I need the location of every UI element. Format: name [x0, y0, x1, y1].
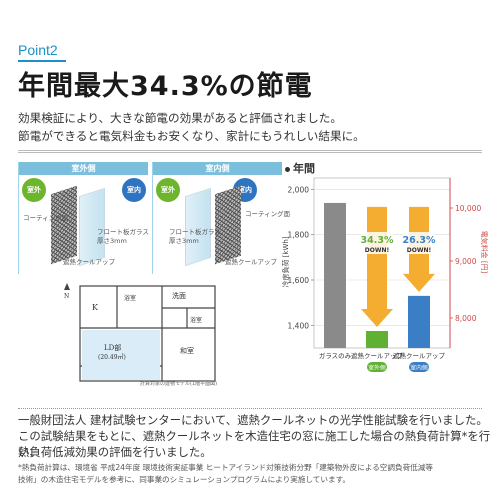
cool-net-mesh — [215, 185, 241, 265]
bar-chart: 1,400 1,600 1,800 2,000 8,000 9,000 10,000 冷房負荷… — [281, 177, 489, 372]
bar — [408, 295, 430, 348]
y-tick-label: 1,600 — [288, 276, 310, 285]
bar — [366, 331, 388, 348]
reduction-word: DOWN! — [407, 247, 431, 254]
y-axis-label: 冷房負荷 [kWh] — [281, 236, 290, 287]
north-label: N — [64, 293, 69, 300]
dotted-divider — [18, 408, 482, 409]
annotation-bg — [403, 232, 435, 254]
chart-title-text: 年間 — [293, 162, 315, 175]
category-tag-pill — [409, 362, 429, 372]
japanese-room-label: 和室 — [180, 346, 194, 355]
plan-outline — [79, 285, 216, 382]
body-line-1: 一般財団法人 建材試験センターにおいて、遮熱クールネットの光学性能試験を行いまし… — [18, 413, 488, 427]
category-tag-label: 室外側 — [368, 364, 386, 372]
chart-title: 年間 — [285, 160, 315, 176]
point-label: Point2 — [18, 42, 58, 58]
y-right-tick-label: 8,000 — [455, 314, 477, 323]
washroom-label: 洗面 — [172, 291, 186, 300]
y-tick-label: 2,000 — [288, 185, 310, 194]
coating-label: コーティング面 — [23, 214, 69, 222]
bar — [324, 202, 346, 348]
diagram-inside: 室内側 室外 室内 コーティング面 フロート板ガラス 厚さ3mm 遮熱クールアッ… — [152, 162, 290, 274]
floor-plan: N K 浴室 洗面 浴室 LD部 (20.49㎡) 和室 — [64, 283, 216, 382]
outside-pill: 室外 — [156, 178, 180, 202]
diagram-outside-header: 室外側 — [19, 162, 148, 175]
point-underline — [18, 60, 66, 62]
x-category-label: ガラスのみ — [319, 351, 352, 360]
y-right-tick-label: 9,000 — [455, 257, 477, 266]
float-glass-label: フロート板ガラス — [169, 228, 221, 236]
body-line-3: 熱負荷低減効果の評価を行いました。 — [18, 445, 212, 459]
annotation-bg — [361, 232, 393, 254]
body-line-2: この試験結果をもとに、遮熱クールネットを木造住宅の窓に施工した場合の熱負荷計算*… — [18, 429, 491, 459]
y-tick-label: 1,800 — [288, 231, 310, 240]
product-label: 遮熱クールアップ — [225, 258, 277, 266]
floor-plan-caption: 計算対象の建物モデル(1階平面図) — [140, 381, 218, 387]
category-tag-label: 室内側 — [410, 364, 428, 372]
bullet-icon — [285, 166, 290, 172]
bath-label: 浴室 — [124, 294, 136, 302]
float-glass-label: フロート板ガラス — [97, 228, 149, 236]
diagram-outside: 室外側 室外 室内 コーティング面 フロート板ガラス 厚さ3mm 遮熱クールアッ… — [18, 162, 149, 274]
footnote-line-2: 技術」の木造住宅モデルを参考に、同事業のシミュレーションプログラムにより実施して… — [18, 475, 350, 484]
ld-label: LD部 — [104, 343, 121, 352]
category-tag-pill — [367, 362, 387, 372]
section-divider — [18, 150, 482, 153]
reduction-percent: 34.3% — [361, 235, 394, 246]
footnote-line-1: *熱負荷計算は、環境省 平成24年度 環境技術実証事業 ヒートアイランド対策技術… — [18, 463, 433, 472]
y-right-axis-label: 電気料金 [円] — [480, 231, 489, 274]
ld-room-highlight — [82, 330, 160, 380]
inside-pill: 室内 — [122, 178, 146, 202]
reduction-percent: 26.3% — [403, 235, 436, 246]
kitchen-label: K — [92, 303, 99, 312]
headline: 年間最大34.3%の節電 — [18, 71, 313, 102]
bathroom-label: 浴室 — [190, 316, 202, 324]
outside-pill: 室外 — [22, 178, 46, 202]
diagram-inside-header: 室内側 — [153, 162, 282, 175]
float-glass-thickness: 厚さ3mm — [97, 237, 127, 245]
x-category-label: 遮熱クールアップ — [393, 351, 446, 360]
lead-line-2: 節電ができると電気料金もお安くなり、家計にもうれしい結果に。 — [18, 129, 365, 143]
x-category-label: 遮熱クールアップ — [351, 351, 404, 360]
float-glass-thickness: 厚さ3mm — [169, 237, 199, 245]
ld-size-label: (20.49㎡) — [98, 353, 126, 361]
coating-label: コーティング面 — [245, 210, 291, 218]
cool-net-mesh — [51, 185, 77, 265]
product-label: 遮熱クールアップ — [63, 258, 115, 266]
lead-line-1: 効果検証により、大きな節電の効果があると評価されました。 — [18, 111, 342, 125]
y-right-tick-label: 10,000 — [455, 204, 481, 213]
reduction-word: DOWN! — [365, 247, 389, 254]
north-arrow-icon — [64, 283, 70, 290]
y-tick-label: 1,400 — [288, 321, 310, 330]
